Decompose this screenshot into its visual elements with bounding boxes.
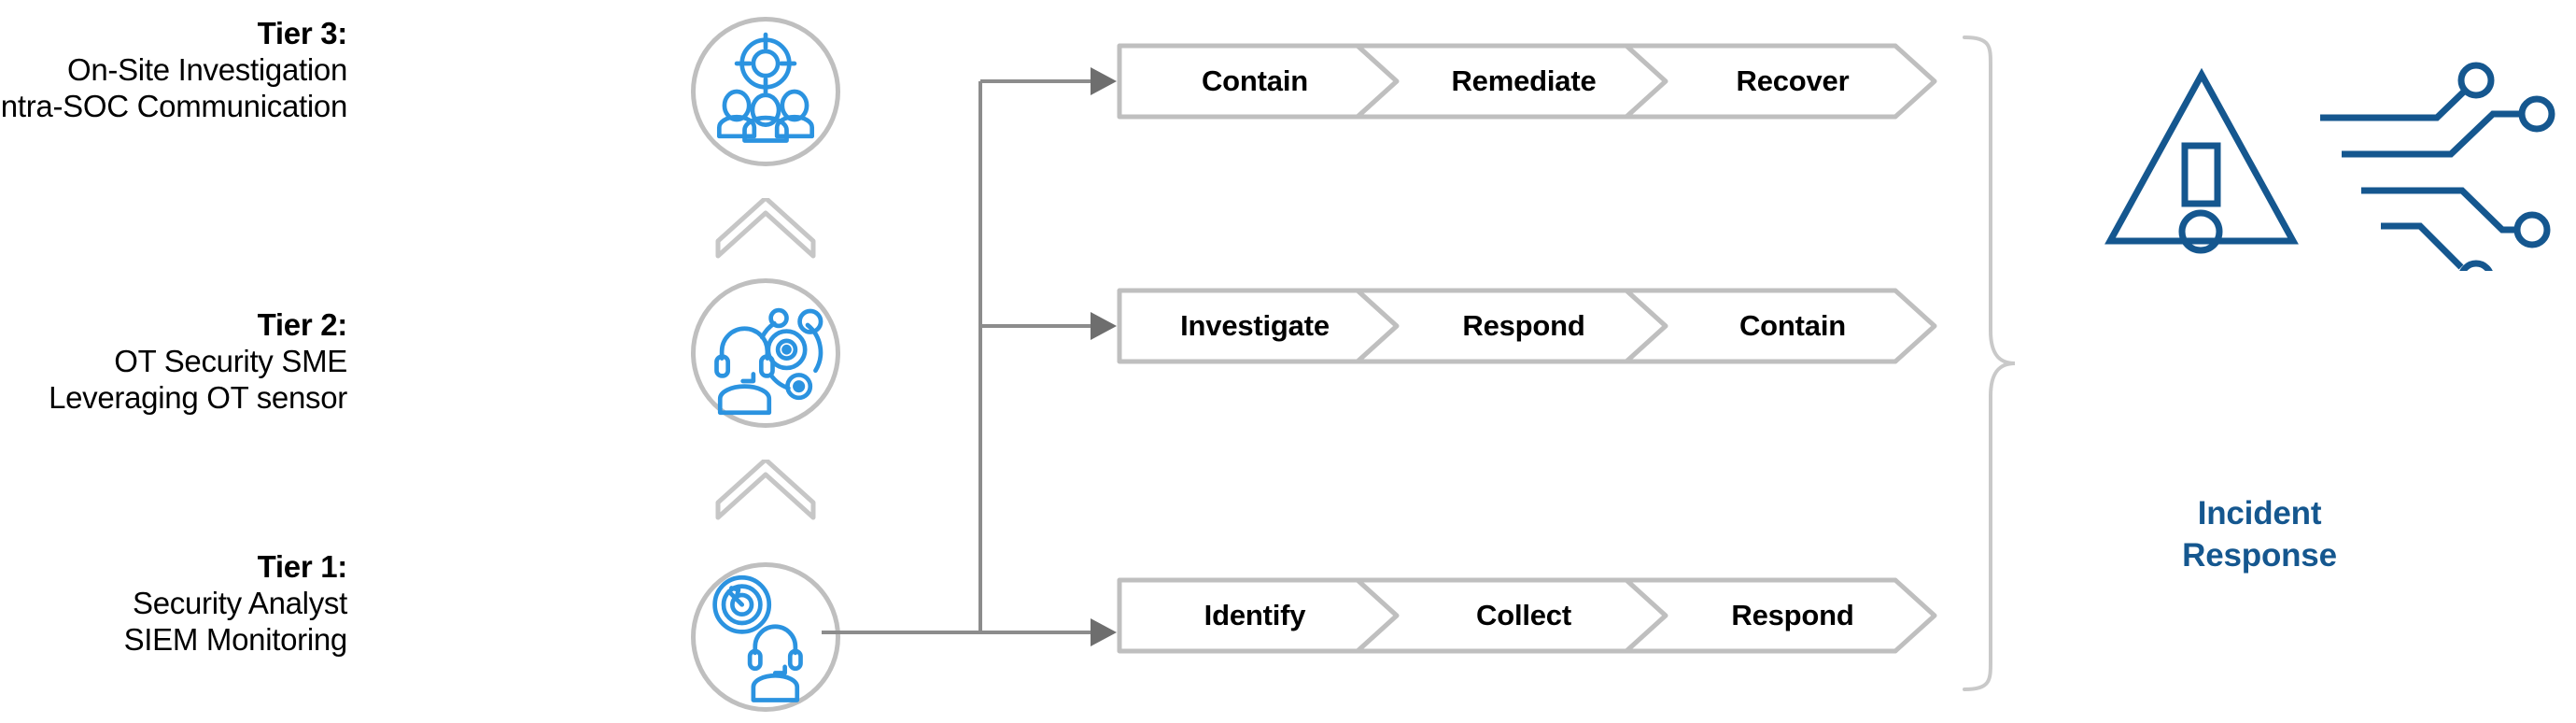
process-step-label: Contain [1202,64,1308,97]
process-step-label: Remediate [1451,64,1597,97]
process-step-label: Investigate [1180,309,1330,342]
tier-3-line-1: On-Site Investigation [66,51,347,87]
process-step-label: Recover [1736,64,1850,97]
circuit-traces [2320,62,2555,271]
tier-1-title: Tier 1: [257,549,348,584]
tier-3-label-block: Tier 3: On-Site Investigation Intra-SOC … [0,16,347,125]
tier-3-icon-circle [691,17,840,166]
caption-line-2: Response [2182,536,2337,574]
incident-response-graphic [2091,56,2558,271]
target-over-three-people-icon [716,32,815,143]
tier-2-icon-circle [691,278,840,428]
chevron-up-icon [715,198,816,259]
warning-triangle-shape [2104,67,2299,245]
tier-1-icon-circle [691,562,840,712]
connector-lines [822,67,1117,646]
process-step-label: Respond [1462,309,1585,342]
process-step-shape [1624,288,1937,364]
right-curly-brace-icon [1963,35,2016,691]
tier-1-label-block: Tier 1: Security Analyst SIEM Monitoring [123,549,348,659]
tier-3-to-tier-2-chevron [714,198,817,260]
process-step-shape [1624,43,1937,120]
warning-triangle-with-circuit-traces-icon [2104,62,2555,271]
tier-2-to-tier-1-chevron [714,460,817,521]
process-chevrons-row-2 [1117,288,1937,364]
tier-2-label-block: Tier 2: OT Security SME Leveraging OT se… [49,307,347,417]
headset-person-with-network-gear-icon [714,307,823,416]
tier-3-line-2: Intra-SOC Communication [0,88,347,123]
process-step-label: Contain [1739,309,1846,342]
arrowhead-row-2-icon [1091,312,1117,340]
tier-1-line-2: SIEM Monitoring [123,621,348,657]
process-row-tier-2: Investigate Respond Contain [1117,288,1957,364]
process-row-tier-1: Identify Collect Respond [1117,577,1957,654]
process-step-label: Collect [1476,599,1571,631]
process-chevrons-row-3 [1117,577,1937,654]
process-chevrons-row-1 [1117,43,1937,120]
arrowhead-row-1-icon [1091,67,1117,95]
tier-2-line-1: OT Security SME [114,343,347,378]
tier-1-line-1: Security Analyst [133,585,347,620]
process-step-label: Respond [1731,599,1854,631]
incident-response-caption: Incident Response [2091,493,2428,577]
process-row-tier-3: Contain Remediate Recover [1117,43,1957,120]
tier-2-title: Tier 2: [257,307,348,342]
caption-line-1: Incident [2197,495,2322,532]
exclamation-dot [2178,209,2223,254]
chevron-up-icon [715,460,816,520]
process-step-shape [1624,577,1937,654]
arrowhead-row-3-icon [1091,618,1117,646]
tier-3-title: Tier 3: [257,16,348,50]
tier-2-line-2: Leveraging OT sensor [49,379,347,415]
exclamation-bar [2181,142,2221,207]
radar-with-headset-person-icon [712,574,803,702]
process-step-label: Identify [1204,599,1306,631]
tier-to-process-connectors [822,19,1139,691]
outcome-brace [1959,34,2030,693]
